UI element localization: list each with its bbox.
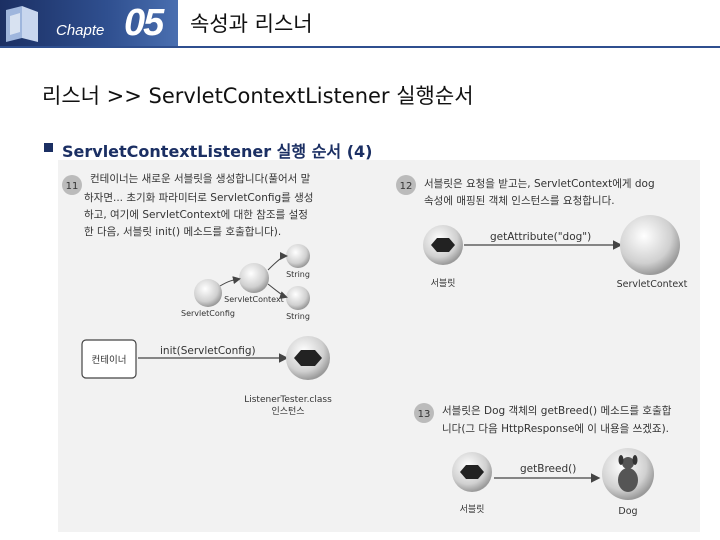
step-13-badge (414, 403, 434, 423)
string-label-bottom: String (286, 312, 310, 321)
chapter-number: 05 (124, 2, 164, 44)
init-call-label: init(ServletConfig) (160, 345, 256, 357)
step-13-number: 13 (418, 409, 431, 420)
book-icon (6, 6, 38, 42)
step-13-note-line1: 서블릿은 Dog 객체의 getBreed() 메소드를 호출합 (442, 405, 672, 417)
step-11-number: 11 (66, 181, 79, 192)
chapter-label: Chapte (56, 22, 105, 39)
step-12-servlet-hex (431, 238, 455, 252)
instance-label-line2: 인스턴스 (271, 406, 304, 417)
bullet-text: ServletContextListener 실행 순서 (4) (62, 142, 373, 161)
header-bar: Chapte 05 속성과 리스너 (0, 0, 720, 46)
step-13: 13 서블릿은 Dog 객체의 getBreed() 메소드를 호출합 니다(그… (414, 403, 672, 517)
container-box (81, 339, 137, 379)
step-12-note-line2: 속성에 매핑된 객체 인스턴스를 요청합니다. (424, 195, 615, 207)
string-object-bottom (286, 286, 310, 310)
step-11-note-line1: 컨테이너는 새로운 서블릿을 생성합니다(풀어서 말 (90, 173, 311, 185)
step-11: 11 컨테이너는 새로운 서블릿을 생성합니다(풀어서 말 하자면... 초기화… (62, 173, 332, 417)
step-12-context-object (620, 215, 680, 275)
step-11-note-line3: 하고, 여기에 ServletContext에 대한 참조를 설정 (84, 208, 308, 221)
get-attribute-call: getAttribute("dog") (490, 231, 591, 243)
string-label-top: String (286, 270, 310, 279)
figure-diagram: 11 컨테이너는 새로운 서블릿을 생성합니다(풀어서 말 하자면... 초기화… (62, 173, 688, 517)
chapter-title: 속성과 리스너 (190, 12, 313, 36)
header-divider (0, 46, 720, 48)
dog-label: Dog (618, 506, 637, 517)
step-11-note-line4: 한 다음, 서블릿 init() 메소드를 호출합니다). (84, 226, 281, 238)
step-11-note-line2: 하자면... 초기화 파라미터로 ServletConfig를 생성 (84, 191, 313, 204)
step-12-servlet-label: 서블릿 (431, 277, 456, 289)
bullet-square (44, 143, 53, 152)
step-12-number: 12 (400, 181, 413, 192)
step-12: 12 서블릿은 요청을 받고는, ServletContext에게 dog 속성… (396, 175, 688, 290)
get-breed-call: getBreed() (520, 463, 576, 475)
servlet-config-label: ServletConfig (181, 309, 235, 318)
slide-title: 리스너 >> ServletContextListener 실행순서 (42, 84, 474, 108)
dog-icon (618, 455, 638, 492)
servlet-context-label: ServletContext (224, 295, 284, 304)
container-label: 컨테이너 (92, 355, 127, 366)
step-12-context-label: ServletContext (617, 279, 688, 290)
step-13-servlet-hex (460, 465, 484, 479)
string-object-top (286, 244, 310, 268)
servlet-context-object (239, 263, 269, 293)
figure-panel: 11 컨테이너는 새로운 서블릿을 생성합니다(풀어서 말 하자면... 초기화… (58, 160, 700, 532)
chapter-logo: Chapte 05 (0, 0, 178, 46)
step-12-badge (396, 175, 416, 195)
instance-label-line1: ListenerTester.class (244, 395, 332, 405)
step-13-servlet-label: 서블릿 (460, 503, 485, 515)
step-12-note-line1: 서블릿은 요청을 받고는, ServletContext에게 dog (424, 178, 655, 190)
servlet-instance-hex (294, 350, 322, 366)
step-13-note-line2: 니다(그 다음 HttpResponse에 이 내용을 쓰겠죠). (442, 423, 669, 435)
servlet-config-object (194, 279, 222, 307)
step-11-badge (62, 175, 82, 195)
